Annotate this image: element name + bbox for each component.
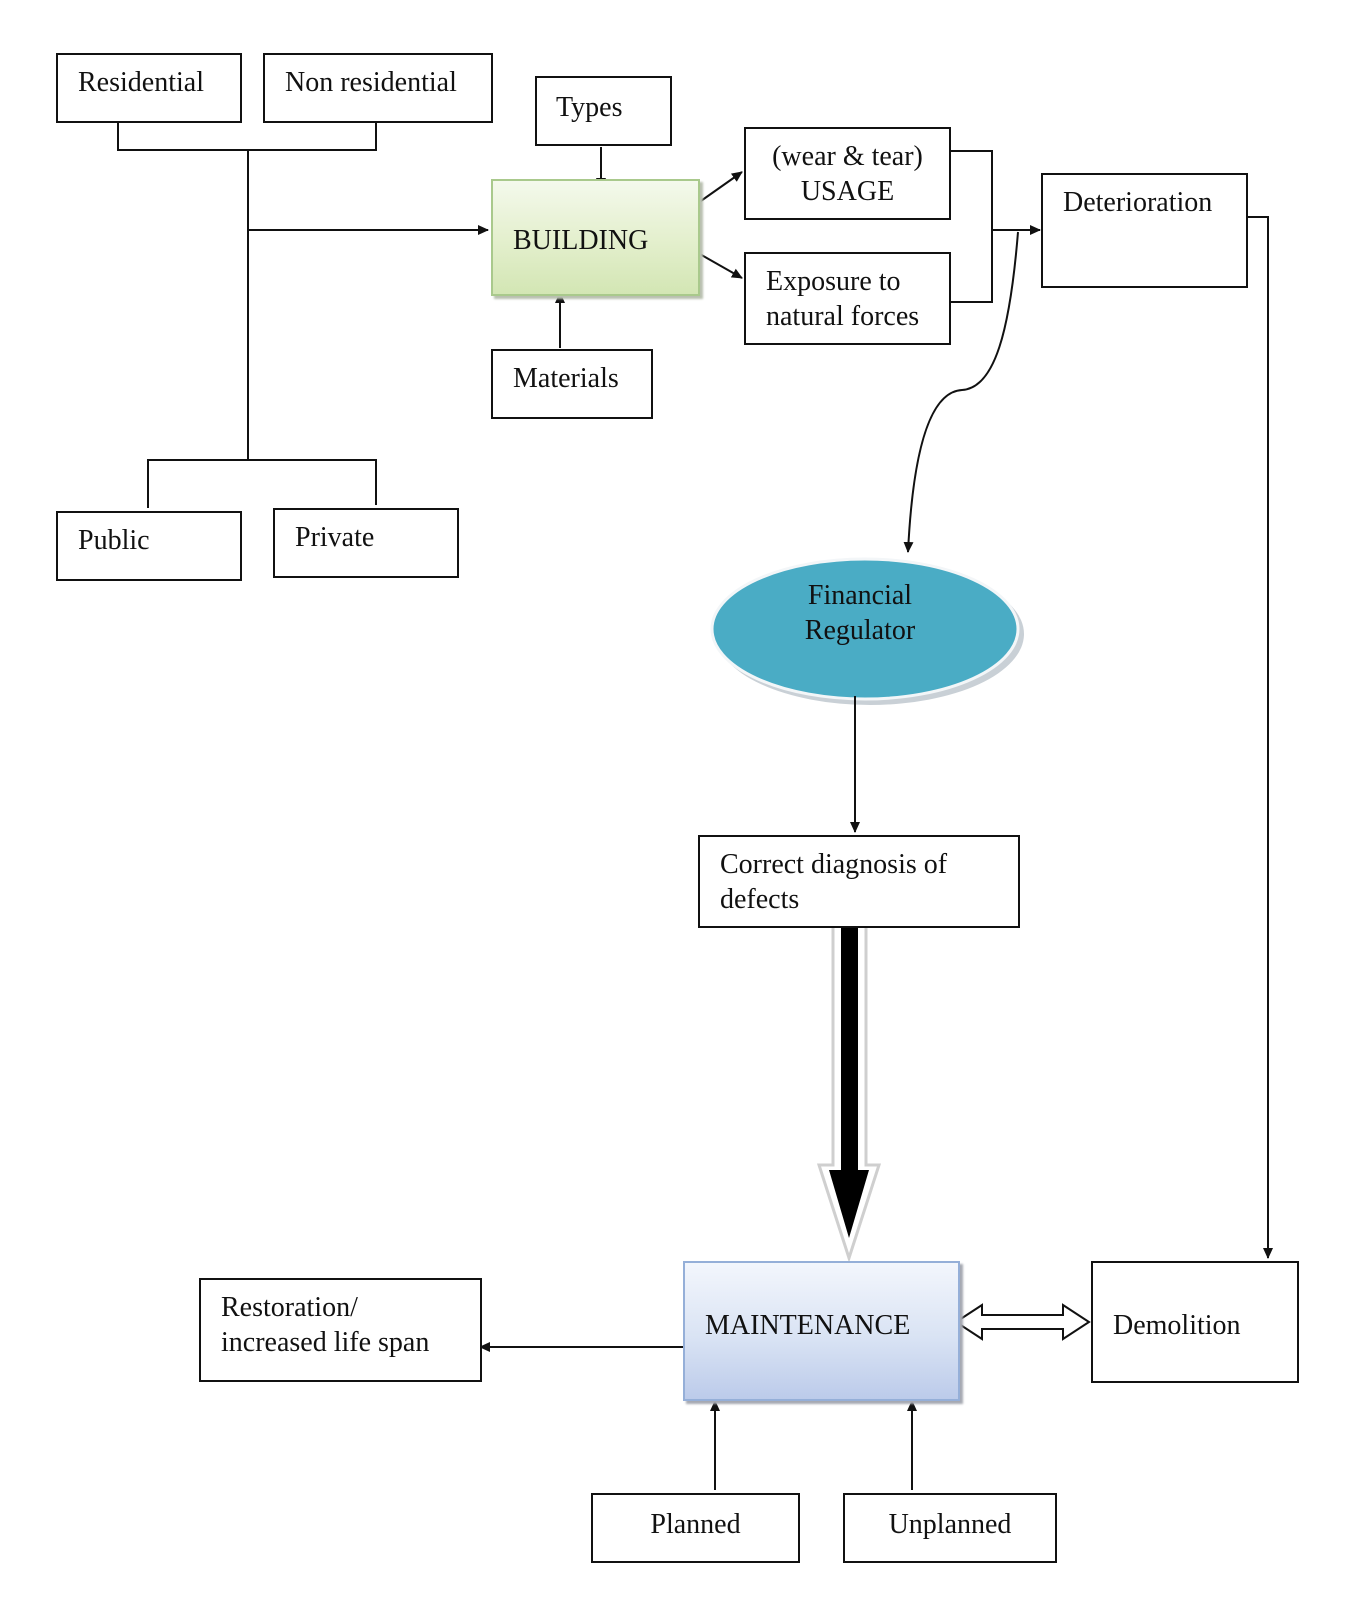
restoration-label: Restoration/ increased life span	[221, 1292, 430, 1358]
maintenance-node: MAINTENANCE	[683, 1261, 960, 1401]
restoration-box: Restoration/ increased life span	[199, 1278, 482, 1382]
maintenance-label: MAINTENANCE	[705, 1310, 911, 1341]
residential-label: Residential	[78, 67, 204, 98]
deterioration-to-demolition-arrow	[1244, 216, 1273, 1259]
residential-box: Residential	[56, 53, 242, 123]
non-residential-label: Non residential	[285, 67, 457, 98]
building-node: BUILDING	[491, 179, 700, 296]
diagnosis-label: Correct diagnosis of defects	[720, 849, 948, 915]
building-label: BUILDING	[513, 225, 649, 256]
building-to-exposure-arrow	[697, 252, 743, 279]
unplanned-box: Unplanned	[843, 1493, 1057, 1563]
materials-label: Materials	[513, 363, 619, 394]
types-label: Types	[556, 92, 623, 123]
building-to-usage-arrow	[697, 171, 743, 204]
public-label: Public	[78, 525, 150, 556]
exposure-label: Exposure to natural forces	[766, 266, 920, 332]
usage-label: (wear & tear) USAGE	[772, 141, 923, 207]
materials-box: Materials	[491, 349, 653, 419]
maintenance-demolition-double-arrow	[954, 1303, 1091, 1341]
public-box: Public	[56, 511, 242, 581]
private-label: Private	[295, 522, 375, 553]
diagnosis-to-maintenance-block-arrow	[816, 922, 882, 1263]
causes-connector	[948, 150, 993, 303]
planned-box: Planned	[591, 1493, 800, 1563]
financial-regulator-node	[710, 557, 1020, 701]
unplanned-label: Unplanned	[888, 1509, 1012, 1540]
building-category-connector	[117, 122, 377, 508]
planned-label: Planned	[650, 1509, 741, 1540]
types-box: Types	[535, 76, 672, 146]
demolition-box: Demolition	[1091, 1261, 1299, 1383]
deterioration-box: Deterioration	[1041, 173, 1248, 288]
diagnosis-box: Correct diagnosis of defects	[698, 835, 1020, 928]
private-box: Private	[273, 508, 459, 578]
exposure-box: Exposure to natural forces	[744, 252, 951, 345]
deterioration-to-regulator-arrow	[903, 231, 1019, 553]
financial-regulator-label: Financial Regulator	[804, 580, 916, 646]
deterioration-label: Deterioration	[1063, 187, 1213, 218]
non-residential-box: Non residential	[263, 53, 493, 123]
demolition-label: Demolition	[1113, 1310, 1241, 1341]
usage-box: (wear & tear) USAGE	[744, 127, 951, 220]
